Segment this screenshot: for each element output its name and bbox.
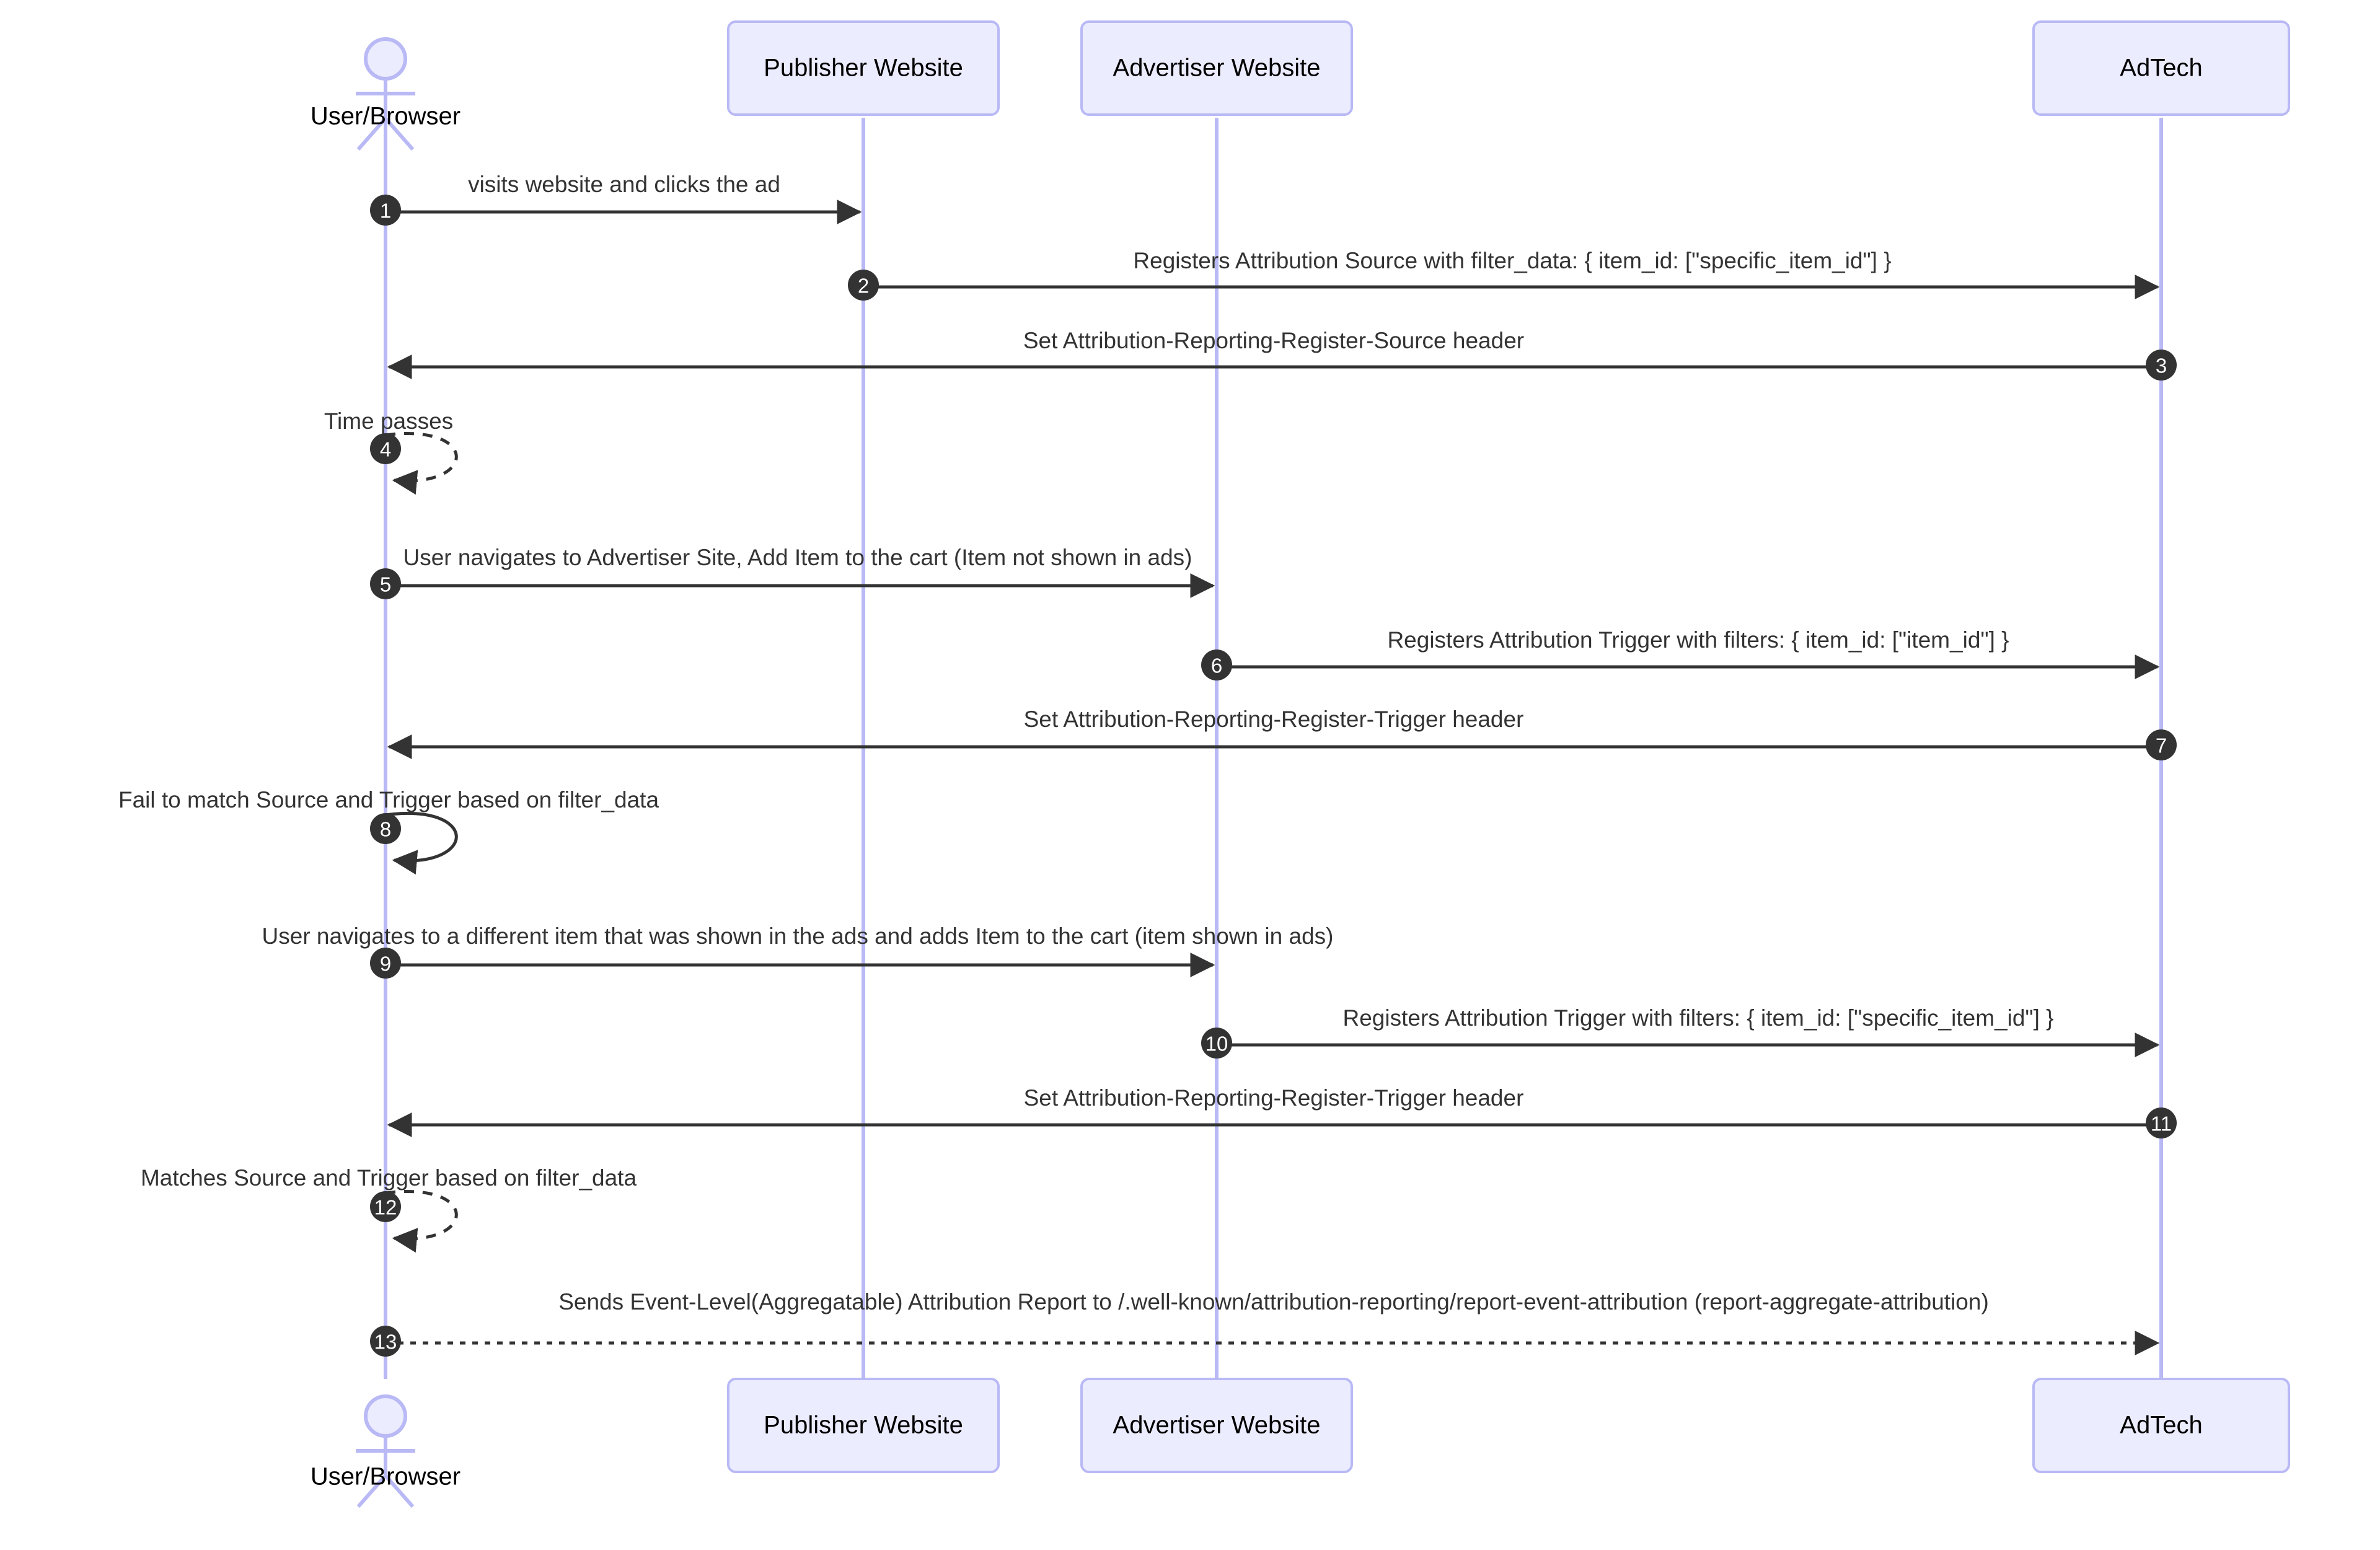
- message-label-1: visits website and clicks the ad: [468, 172, 780, 197]
- sequence-number-badge-13: [370, 1326, 401, 1357]
- message-label-4: Time passes: [324, 408, 453, 434]
- message-6: Registers Attribution Trigger with filte…: [1201, 627, 2160, 680]
- message-10: Registers Attribution Trigger with filte…: [1201, 1005, 2160, 1059]
- sequence-number-badge-10: [1201, 1028, 1232, 1059]
- sequence-number-11: 11: [2151, 1112, 2172, 1135]
- sequence-number-6: 6: [1211, 654, 1222, 677]
- message-2: Registers Attribution Source with filter…: [848, 248, 2160, 301]
- participant-label-adtech: AdTech: [2120, 55, 2202, 82]
- message-11: Set Attribution-Reporting-Register-Trigg…: [387, 1085, 2177, 1138]
- self-loop-arrow-8: [385, 812, 458, 875]
- sequence-number-badge-7: [2146, 729, 2177, 760]
- participant-label-advertiser: Advertiser Website: [1113, 1412, 1321, 1439]
- participant-label-advertiser: Advertiser Website: [1113, 55, 1321, 82]
- message-5: User navigates to Advertiser Site, Add I…: [370, 545, 1215, 599]
- message-9: User navigates to a different item that …: [262, 923, 1334, 979]
- sequence-number-badge-5: [370, 568, 401, 599]
- sequence-number-badge-3: [2146, 350, 2177, 381]
- message-8: Fail to match Source and Trigger based o…: [118, 787, 659, 875]
- participant-advertiser[interactable]: Advertiser Website: [1080, 20, 1353, 116]
- self-loop-arrow-12: [385, 1190, 458, 1253]
- sequence-number-4: 4: [380, 438, 391, 461]
- participant-label-publisher: Publisher Website: [764, 1412, 963, 1439]
- message-label-11: Set Attribution-Reporting-Register-Trigg…: [1024, 1085, 1524, 1111]
- message-7: Set Attribution-Reporting-Register-Trigg…: [387, 707, 2177, 760]
- participant-adtech[interactable]: AdTech: [2032, 20, 2290, 116]
- messages-group: visits website and clicks the ad 1Registe…: [118, 172, 2177, 1357]
- participant-label-adtech: AdTech: [2120, 1412, 2202, 1439]
- sequence-number-13: 13: [374, 1331, 397, 1354]
- message-label-9: User navigates to a different item that …: [262, 923, 1334, 949]
- actor-user[interactable]: User/Browser: [311, 1394, 461, 1508]
- participant-label-publisher: Publisher Website: [764, 55, 963, 82]
- sequence-number-badge-2: [848, 270, 879, 301]
- participant-advertiser[interactable]: Advertiser Website: [1080, 1378, 1353, 1473]
- message-label-3: Set Attribution-Reporting-Register-Sourc…: [1023, 328, 1524, 353]
- sequence-number-3: 3: [2156, 354, 2167, 377]
- message-3: Set Attribution-Reporting-Register-Sourc…: [387, 328, 2177, 381]
- sequence-number-12: 12: [374, 1196, 397, 1219]
- sequence-number-2: 2: [858, 275, 869, 297]
- sequence-number-5: 5: [380, 573, 391, 596]
- sequence-number-badge-1: [370, 195, 401, 226]
- self-loop-arrow-4: [385, 432, 458, 495]
- sequence-number-1: 1: [380, 200, 391, 222]
- message-label-5: User navigates to Advertiser Site, Add I…: [403, 545, 1192, 570]
- actor-user[interactable]: User/Browser: [311, 37, 461, 151]
- actor-label-user: User/Browser: [311, 103, 461, 130]
- sequence-number-badge-12: [370, 1191, 401, 1222]
- participant-publisher[interactable]: Publisher Website: [727, 20, 1000, 116]
- sequence-number-badge-9: [370, 948, 401, 979]
- participant-publisher[interactable]: Publisher Website: [727, 1378, 1000, 1473]
- sequence-number-9: 9: [380, 953, 391, 975]
- sequence-number-badge-8: [370, 813, 401, 844]
- message-label-6: Registers Attribution Trigger with filte…: [1387, 627, 2009, 653]
- sequence-number-badge-11: [2146, 1107, 2177, 1138]
- message-13: Sends Event-Level(Aggregatable) Attribut…: [370, 1289, 2160, 1357]
- sequence-number-badge-6: [1201, 650, 1232, 680]
- sequence-number-10: 10: [1205, 1033, 1228, 1055]
- message-label-12: Matches Source and Trigger based on filt…: [141, 1165, 637, 1191]
- participant-adtech[interactable]: AdTech: [2032, 1378, 2290, 1473]
- message-4: Time passes 4: [324, 408, 458, 495]
- sequence-number-8: 8: [380, 818, 391, 841]
- message-label-13: Sends Event-Level(Aggregatable) Attribut…: [558, 1289, 1989, 1314]
- message-label-2: Registers Attribution Source with filter…: [1133, 248, 1891, 273]
- actor-label-user: User/Browser: [311, 1463, 461, 1491]
- message-label-10: Registers Attribution Trigger with filte…: [1342, 1005, 2053, 1031]
- message-1: visits website and clicks the ad 1: [370, 172, 862, 226]
- message-label-7: Set Attribution-Reporting-Register-Trigg…: [1024, 707, 1524, 732]
- sequence-number-7: 7: [2156, 734, 2167, 757]
- sequence-number-badge-4: [370, 433, 401, 464]
- message-12: Matches Source and Trigger based on filt…: [141, 1165, 637, 1253]
- message-label-8: Fail to match Source and Trigger based o…: [118, 787, 659, 812]
